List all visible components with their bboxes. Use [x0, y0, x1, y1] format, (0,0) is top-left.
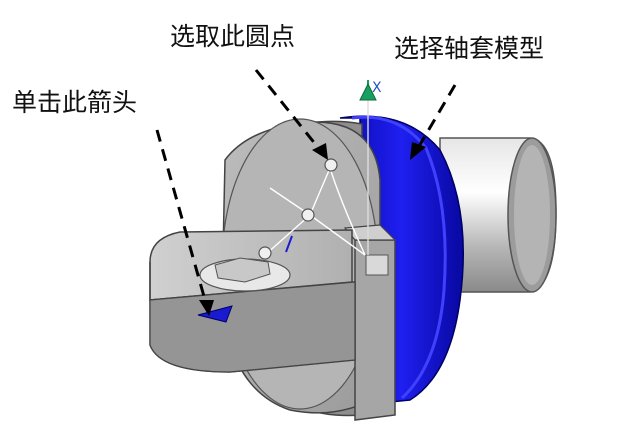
- axis-triad-icon: X: [359, 80, 382, 101]
- callout-select-model: 选择轴套模型: [394, 34, 545, 63]
- pivot-sphere[interactable]: [324, 158, 338, 172]
- callout-select-point: 选取此圆点: [170, 22, 296, 51]
- center-sphere: [301, 208, 315, 222]
- leader-arrow-line: [155, 129, 207, 301]
- lug-eye: [149, 229, 356, 373]
- shaft-cylinder: [439, 137, 557, 293]
- direction-arrow-icon[interactable]: [197, 305, 233, 323]
- leader-lines: [155, 69, 457, 301]
- leader-arrowheads: [199, 142, 426, 316]
- axis-x-label: X: [372, 80, 382, 96]
- leader-model-line: [416, 84, 457, 149]
- callout-click-arrow: 单击此箭头: [12, 88, 138, 117]
- small-blue-marker: [285, 235, 293, 253]
- lug-sphere: [258, 246, 272, 260]
- leader-point-line: [254, 69, 322, 151]
